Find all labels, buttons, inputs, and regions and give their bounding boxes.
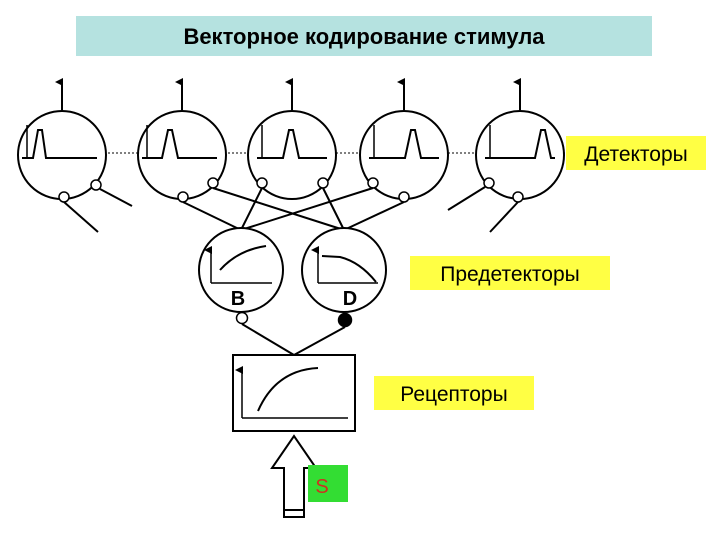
- detector-neuron-5: [475, 78, 565, 203]
- detector-1-synapse-right: [90, 179, 102, 191]
- receptors-label: Рецепторы: [400, 383, 507, 406]
- detector-neuron-3: [247, 78, 337, 200]
- detector-5-tuning-curve: [485, 129, 555, 159]
- detector-3-tuning-curve: [257, 129, 327, 159]
- predetector-b-response-curve: [219, 245, 267, 271]
- detector-3-synapse-right: [317, 177, 329, 189]
- detector-4-synapse-left: [367, 177, 379, 189]
- predetector-d-projections: [212, 187, 405, 231]
- predetector-d-synapse: [337, 312, 353, 328]
- stimulus-label: S: [315, 476, 328, 498]
- detector-neuron-4: [359, 78, 449, 203]
- predetector-d: D: [301, 227, 387, 328]
- predetector-d-response-curve: [321, 255, 377, 283]
- detector-neuron-1: [17, 78, 107, 203]
- receptor: [232, 354, 356, 432]
- stimulus-arrow: [270, 434, 318, 518]
- predetector-b-label: B: [231, 288, 245, 310]
- detector-5-input-right: [489, 201, 519, 233]
- diagram-title: Векторное кодирование стимула: [183, 24, 545, 49]
- title-box: [76, 16, 652, 56]
- stimulus-label-box: [308, 465, 348, 502]
- predetector-b-projections: [182, 187, 374, 231]
- detector-4-tuning-curve: [369, 129, 439, 159]
- detector-5-synapse-right: [512, 191, 524, 203]
- detector-3-synapse-left: [256, 177, 268, 189]
- receptor-to-b: [241, 323, 295, 356]
- detector-2-synapse-right: [207, 177, 219, 189]
- receptor-box: [232, 354, 356, 432]
- predetector-b-synapse: [235, 311, 249, 325]
- predetectors-label-box: [410, 256, 610, 290]
- detector-5-input-left: [447, 186, 486, 211]
- receptor-to-d: [293, 326, 346, 356]
- detector-1-input-right: [99, 188, 133, 207]
- detector-5-synapse-left: [483, 177, 495, 189]
- predetector-d-label: D: [343, 288, 357, 310]
- predetector-b: B: [198, 227, 284, 325]
- receptor-response-curve: [257, 367, 319, 412]
- detector-2-synapse-left: [177, 191, 189, 203]
- detector-1-input-left: [63, 201, 99, 233]
- predetectors-label: Предетекторы: [440, 263, 580, 286]
- detector-4-synapse-right: [398, 191, 410, 203]
- detector-2-tuning-curve: [142, 129, 217, 159]
- detectors-label-box: [566, 136, 706, 170]
- detector-1-synapse-left: [58, 191, 70, 203]
- receptors-label-box: [374, 376, 534, 410]
- detector-neuron-2: [137, 78, 227, 203]
- detector-1-tuning-curve: [22, 129, 97, 159]
- detectors-label: Детекторы: [584, 143, 688, 166]
